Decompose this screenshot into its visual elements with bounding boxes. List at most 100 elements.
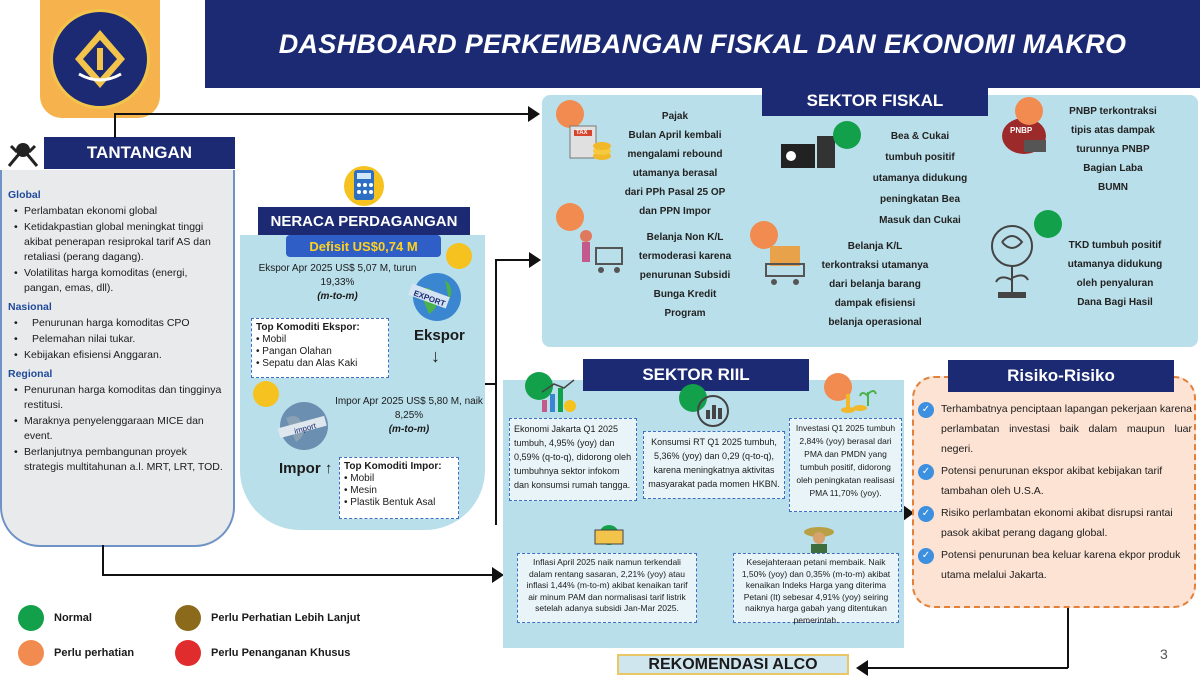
arrow-neraca-out — [485, 383, 497, 385]
arrowhead-icon — [856, 660, 868, 676]
group-nasional: Nasional — [8, 301, 52, 313]
defisit-badge: Defisit US$0,74 M — [286, 235, 441, 257]
rekomendasi-header: REKOMENDASI ALCO — [617, 654, 849, 675]
page-title: DASHBOARD PERKEMBANGAN FISKAL DAN EKONOM… — [278, 28, 1127, 59]
legend-perhatian: Perlu perhatian — [18, 640, 134, 666]
risiko-list: ✓ Terhambatnya penciptaan lapangan peker… — [918, 399, 1192, 587]
status-dot-ekonomi — [525, 372, 553, 400]
list-item: Penurunan harga komoditas dan tingginya … — [8, 383, 227, 413]
arrowhead-icon — [903, 505, 914, 521]
bar-growth-icon — [538, 378, 578, 414]
list-item: Berlanjutnya pembangunan proyek strategi… — [8, 445, 227, 475]
arrow-to-fiskal-mid — [495, 259, 531, 261]
cycle-icon — [693, 392, 733, 430]
arrow-to-riil-bottom — [102, 574, 494, 576]
grocery-cart-icon — [760, 240, 810, 288]
tantangan-panel: Global Perlambatan ekonomi global Ketida… — [0, 170, 235, 547]
status-dot-tkd — [1034, 210, 1062, 238]
status-dot-kl — [750, 221, 778, 249]
arrow-down-icon: ↓ — [431, 346, 440, 366]
import-globe-icon: import — [272, 398, 336, 454]
check-icon: ✓ — [918, 464, 934, 480]
arrowhead-icon — [492, 567, 504, 583]
money-icon — [589, 520, 629, 550]
kemenkeu-logo — [40, 0, 160, 118]
ekspor-text: Ekspor Apr 2025 US$ 5,07 M, turun 19,33%… — [258, 263, 417, 302]
group-global: Global — [8, 189, 41, 201]
list-item: Ketidakpastian global meningkat tinggi a… — [8, 220, 227, 265]
tax-icon: TAX — [566, 122, 614, 166]
impor-label: Impor ↑ — [279, 460, 333, 477]
impor-text: Impor Apr 2025 US$ 5,80 M, naik 8,25% (m… — [335, 396, 483, 435]
normal-dot-icon — [18, 605, 44, 631]
arrow-vertical — [495, 260, 497, 525]
risk-item: ✓ Risiko perlambatan ekonomi akibat disr… — [918, 503, 1192, 543]
status-dot-pajak — [556, 100, 584, 128]
list-item: Volatilitas harga komoditas (energi, pan… — [8, 266, 227, 296]
status-dot-nonkl — [556, 203, 584, 231]
group-regional: Regional — [8, 368, 53, 380]
logo-emblem-icon — [50, 9, 150, 109]
status-dot-bea — [833, 121, 861, 149]
risk-item: ✓ Terhambatnya penciptaan lapangan peker… — [918, 399, 1192, 459]
calculator-icon — [338, 162, 390, 206]
petani-box: Kesejahteraan petani membaik. Naik 1,50%… — [733, 553, 899, 625]
list-item: Kebijakan efisiensi Anggaran. — [8, 348, 227, 363]
neraca-header: NERACA PERDAGANGAN — [258, 207, 470, 235]
legend-normal: Normal — [18, 605, 92, 631]
shopping-cart-icon — [574, 226, 628, 278]
pnbp-icon: PNBP — [996, 110, 1052, 158]
list-item: • Plastik Bentuk Asal — [344, 497, 436, 508]
investasi-box: Investasi Q1 2025 tumbuh 2,84% (yoy) ber… — [789, 418, 902, 512]
ekspor-label: Ekspor — [414, 327, 465, 344]
arrow-up-icon: ↑ — [324, 460, 333, 477]
legend: Normal Perlu perhatian Perlu Perhatian L… — [18, 605, 398, 667]
tantangan-icon — [5, 138, 41, 170]
legend-khusus: Perlu Penanganan Khusus — [175, 640, 350, 666]
status-dot-konsumsi — [679, 384, 707, 412]
legend-lebih-lanjut: Perlu Perhatian Lebih Lanjut — [175, 605, 360, 631]
arrow-to-rekomendasi — [868, 667, 1068, 669]
check-icon: ✓ — [918, 402, 934, 418]
fiskal-header: SEKTOR FISKAL — [762, 86, 988, 116]
list-item: Perlambatan ekonomi global — [8, 204, 227, 219]
arrow-to-fiskal — [114, 113, 534, 115]
tantangan-header: TANTANGAN — [44, 137, 235, 169]
top-impor-box: Top Komoditi Impor: • Mobil • Mesin • Pl… — [339, 457, 459, 519]
list-item: • Mobil — [344, 473, 375, 484]
risiko-header: Risiko-Risiko — [948, 360, 1174, 392]
coins-plant-icon — [838, 382, 878, 416]
konsumsi-box: Konsumsi RT Q1 2025 tumbuh, 5,36% (yoy) … — [643, 431, 785, 499]
brain-plant-icon — [982, 220, 1042, 304]
lebih-lanjut-dot-icon — [175, 605, 201, 631]
check-icon: ✓ — [918, 548, 934, 564]
status-dot-pnbp — [1015, 97, 1043, 125]
arrowhead-icon — [529, 252, 541, 268]
arrow-tantangan-down — [102, 545, 104, 575]
list-item: • Mesin — [344, 485, 377, 496]
export-globe-icon: EXPORT — [405, 270, 467, 324]
list-item: • Pangan Olahan — [256, 346, 332, 357]
tantangan-list: Global Perlambatan ekonomi global Ketida… — [2, 170, 233, 475]
list-item: Pelemahan nilai tukar. — [8, 332, 227, 347]
dashboard-title-bar: DASHBOARD PERKEMBANGAN FISKAL DAN EKONOM… — [205, 0, 1200, 88]
check-icon: ✓ — [918, 506, 934, 522]
farmer-icon — [801, 524, 837, 556]
page-number: 3 — [1160, 646, 1168, 662]
khusus-dot-icon — [175, 640, 201, 666]
status-dot-impor — [253, 381, 279, 407]
ekonomi-box: Ekonomi Jakarta Q1 2025 tumbuh, 4,95% (y… — [509, 418, 637, 501]
risk-item: ✓ Potensi penurunan bea keluar karena ek… — [918, 545, 1192, 585]
arrowhead-icon — [528, 106, 540, 122]
customs-icon — [777, 128, 841, 174]
arrow-risk-down — [1067, 608, 1069, 668]
risk-item: ✓ Potensi penurunan ekspor akibat kebija… — [918, 461, 1192, 501]
arrow-tantangan-up — [114, 113, 116, 138]
perhatian-dot-icon — [18, 640, 44, 666]
